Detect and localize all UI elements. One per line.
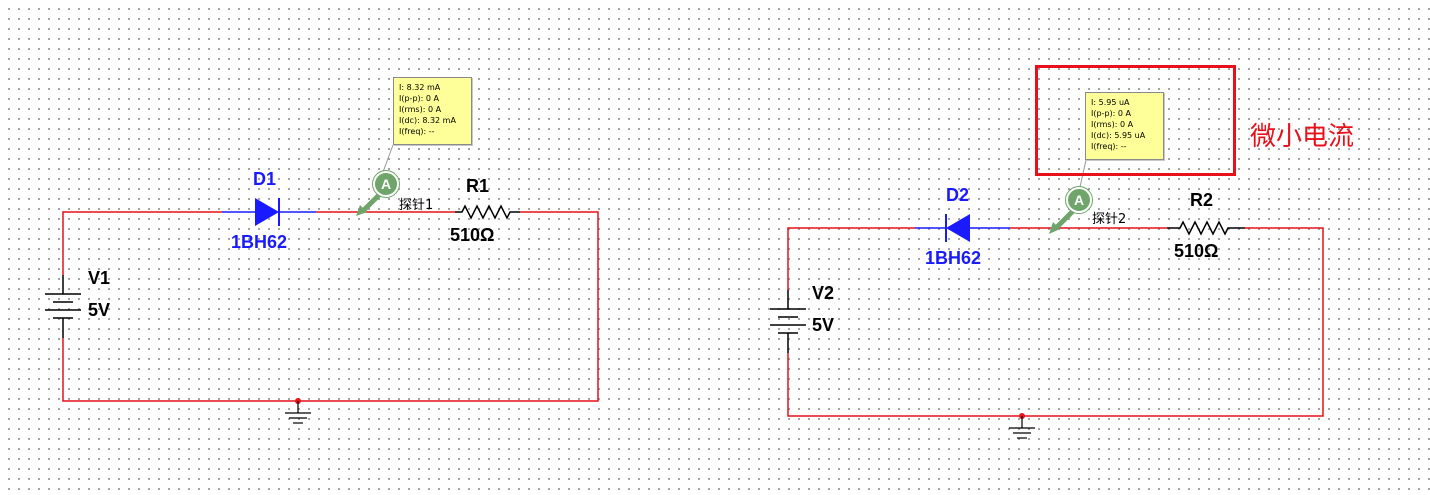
wire-top-left[interactable] <box>787 227 915 290</box>
wire-top-left[interactable] <box>62 211 222 275</box>
reading-row: I(rms): 0 A <box>399 105 442 114</box>
reading-row: I(dc): 8.32 mA <box>399 116 456 125</box>
ground-symbol[interactable] <box>285 401 311 424</box>
diode-ref: D2 <box>946 185 969 205</box>
annotation-text: 微小电流 <box>1250 122 1354 152</box>
circuit-2: V2 5V D2 1BH62 R2 510Ω A 探针2 <box>770 159 1324 439</box>
battery-v2[interactable] <box>770 290 806 353</box>
probe-name: 探针2 <box>1092 212 1126 227</box>
probe-name: 探针1 <box>399 198 433 213</box>
reading-row: I: 5.95 uA <box>1091 98 1130 107</box>
circuit-2-wires <box>787 227 1324 417</box>
wire-top-right[interactable] <box>787 227 1324 417</box>
resistor-r2[interactable] <box>1167 220 1245 236</box>
probe-2-readout: I: 5.95 uA I(p-p): 0 A I(rms): 0 A I(dc)… <box>1085 92 1164 160</box>
circuit-1-wires <box>62 211 599 402</box>
resistor-value: 510Ω <box>1174 241 1218 261</box>
reading-row: I: 8.32 mA <box>399 83 441 92</box>
resistor-r1[interactable] <box>455 204 520 220</box>
probe-letter: A <box>1074 192 1084 208</box>
reading-row: I(freq): -- <box>399 127 435 136</box>
wire-top-right[interactable] <box>62 211 599 402</box>
ground-symbol[interactable] <box>1009 416 1035 439</box>
probe-letter: A <box>381 176 391 192</box>
source-value: 5V <box>88 300 110 320</box>
diode-d1[interactable] <box>222 198 316 226</box>
source-value: 5V <box>812 315 834 335</box>
current-probe-2[interactable]: A <box>1049 159 1093 234</box>
circuit-1: V1 5V D1 1BH62 R1 510Ω A 探针1 <box>45 144 599 424</box>
reading-row: I(dc): 5.95 uA <box>1091 131 1146 140</box>
current-probe-1[interactable]: A <box>356 144 400 216</box>
source-ref: V2 <box>812 283 834 303</box>
diode-model: 1BH62 <box>925 248 981 268</box>
reading-row: I(p-p): 0 A <box>1091 109 1131 118</box>
diode-model: 1BH62 <box>231 232 287 252</box>
source-ref: V1 <box>88 268 110 288</box>
battery-v1[interactable] <box>45 275 81 338</box>
reading-row: I(rms): 0 A <box>1091 120 1134 129</box>
probe-1-readout: I: 8.32 mA I(p-p): 0 A I(rms): 0 A I(dc)… <box>393 77 472 145</box>
reading-row: I(freq): -- <box>1091 142 1127 151</box>
highlight-box <box>1035 65 1236 176</box>
reading-row: I(p-p): 0 A <box>399 94 439 103</box>
resistor-ref: R1 <box>466 176 489 196</box>
diode-d2[interactable] <box>915 214 1010 242</box>
diode-ref: D1 <box>253 169 276 189</box>
resistor-ref: R2 <box>1190 190 1213 210</box>
resistor-value: 510Ω <box>450 225 494 245</box>
